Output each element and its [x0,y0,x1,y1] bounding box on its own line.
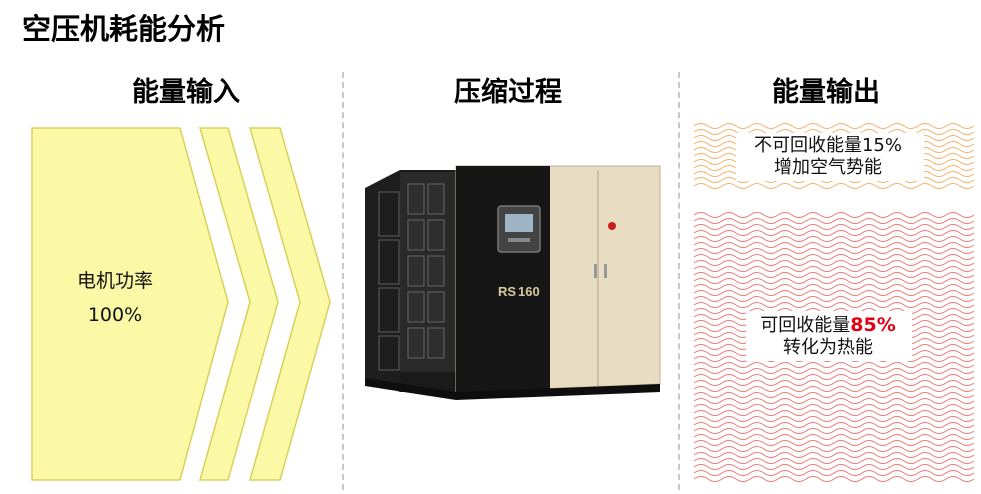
heading-energy-output: 能量输出 [772,77,880,108]
recoverable-energy-text: 可回收能量85% 转化为热能 [693,314,963,359]
brand-logo [608,222,616,230]
wave-recoverable [693,212,975,482]
unrecoverable-energy-line2: 增加空气势能 [774,157,882,178]
input-chevron-1 [199,127,279,481]
page-title: 空压机耗能分析 [22,12,226,46]
unrecoverable-label-bg [736,133,924,181]
input-arrows [31,127,331,481]
input-arrow-main [31,127,229,481]
compressor-illustration: RS 160 [365,165,661,400]
recoverable-energy-line1: 可回收能量85% [693,314,963,337]
unrecoverable-energy-text: 不可回收能量15% 增加空气势能 [693,135,963,179]
model-badge-rs: RS [498,284,516,299]
recoverable-label-bg [746,311,912,361]
model-badge-number: 160 [518,284,540,299]
unrecoverable-energy-line1: 不可回收能量15% [753,135,902,156]
divider-right [678,72,680,490]
heading-compression-process: 压缩过程 [454,77,562,108]
motor-power-label: 电机功率 [76,270,153,292]
recoverable-energy-line2: 转化为热能 [783,337,873,358]
recoverable-energy-percent: 85% [850,314,896,336]
heading-energy-input: 能量输入 [132,77,240,108]
recoverable-energy-prefix: 可回收能量 [760,315,851,336]
divider-left [342,72,344,490]
motor-power-value: 100% [87,304,143,326]
input-chevron-2 [249,127,331,481]
